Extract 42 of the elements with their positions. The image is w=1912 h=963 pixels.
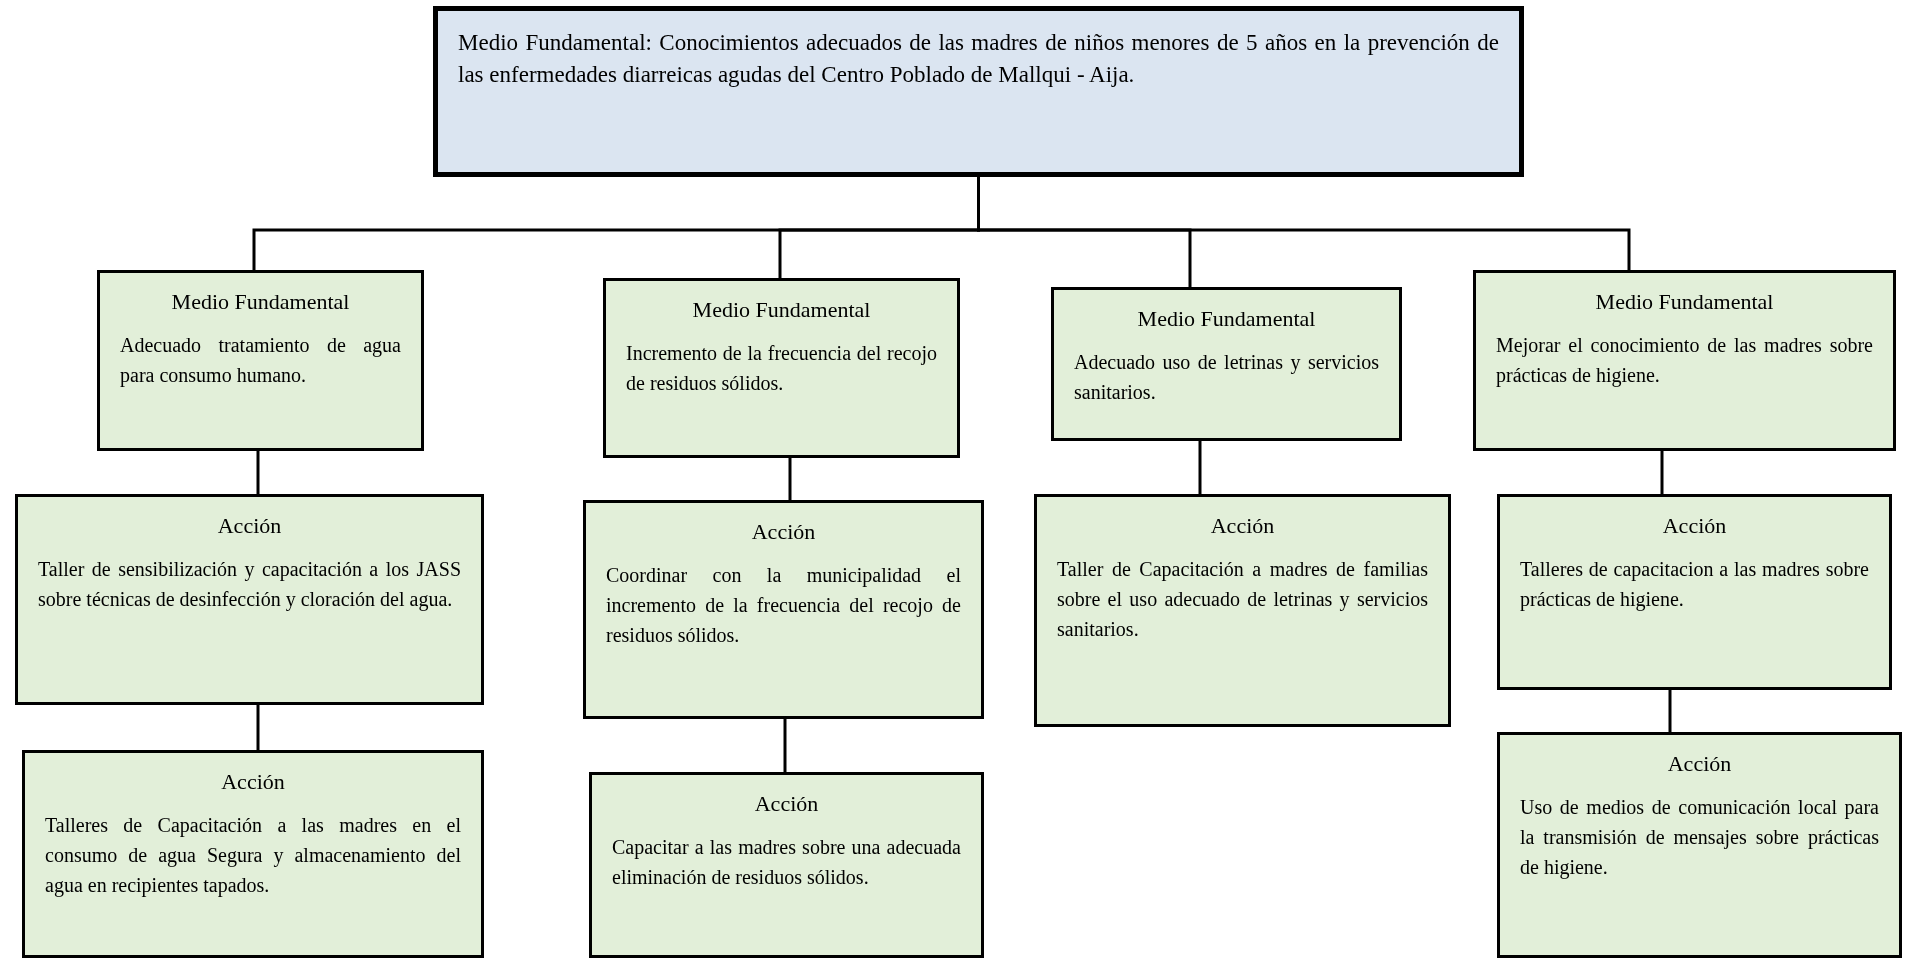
means-box <box>1473 270 1896 451</box>
box-heading: Medio Fundamental <box>1136 305 1317 333</box>
box-heading: Acción <box>1209 512 1276 540</box>
connector-line <box>788 458 792 500</box>
box-text: Uso de medios de comunicación local para la transmisión de mensajes sobre prácticas de higiene. <box>1520 795 1879 881</box>
means-box <box>97 270 424 451</box>
connector-line <box>256 451 260 494</box>
connector-line <box>783 719 787 772</box>
box-text: Coordinar con la municipalidad el incremento de la frecuencia del recojo de residuos sólidos. <box>606 563 961 648</box>
connector-line <box>1668 690 1672 732</box>
box-text: Capacitar a las madres sobre una adecuada eliminación de residuos sólidos. <box>612 835 961 890</box>
means-box <box>589 772 984 958</box>
means-box <box>1497 494 1892 690</box>
box-heading: Acción <box>750 518 817 546</box>
means-box <box>22 750 484 958</box>
means-box <box>1497 732 1902 958</box>
box-heading: Medio Fundamental <box>1594 288 1775 316</box>
box-text: Adecuado tratamiento de agua para consumo humano. <box>120 333 401 389</box>
goal-text: Medio Fundamental: Conocimientos adecuados de las madres de niños menores de 5 años en la prevención de las enfermedades diarreicas agudas del Centro Poblado de Mallqui - Aija. <box>458 29 1499 90</box>
box-heading: Acción <box>220 768 286 796</box>
connector-line <box>256 705 260 750</box>
connector-line <box>1660 451 1664 494</box>
box-heading: Acción <box>1666 750 1733 778</box>
connector-line <box>1198 441 1202 494</box>
means-box <box>15 494 484 705</box>
means-box <box>583 500 984 719</box>
box-text: Talleres de capacitacion a las madres sobre prácticas de higiene. <box>1520 557 1869 613</box>
box-heading: Medio Fundamental <box>170 288 351 316</box>
box-heading: Acción <box>216 512 283 540</box>
box-text: Taller de sensibilización y capacitación a los JASS sobre técnicas de desinfección y cloración del agua. <box>38 557 461 613</box>
box-text: Incremento de la frecuencia del recojo de residuos sólidos. <box>626 341 937 396</box>
box-heading: Acción <box>753 790 820 818</box>
box-heading: Medio Fundamental <box>691 296 872 324</box>
means-box <box>603 278 960 458</box>
box-text: Mejorar el conocimiento de las madres sobre prácticas de higiene. <box>1496 333 1873 389</box>
box-heading: Acción <box>1661 512 1728 540</box>
box-text: Taller de Capacitación a madres de familias sobre el uso adecuado de letrinas y servicios sanitarios. <box>1057 557 1428 642</box>
means-box <box>1051 287 1402 441</box>
box-text: Talleres de Capacitación a las madres en el consumo de agua Segura y almacenamiento del agua en recipientes tapados. <box>45 813 461 899</box>
goal-box <box>433 6 1524 177</box>
means-box <box>1034 494 1451 727</box>
box-text: Adecuado uso de letrinas y servicios sanitarios. <box>1074 350 1379 405</box>
